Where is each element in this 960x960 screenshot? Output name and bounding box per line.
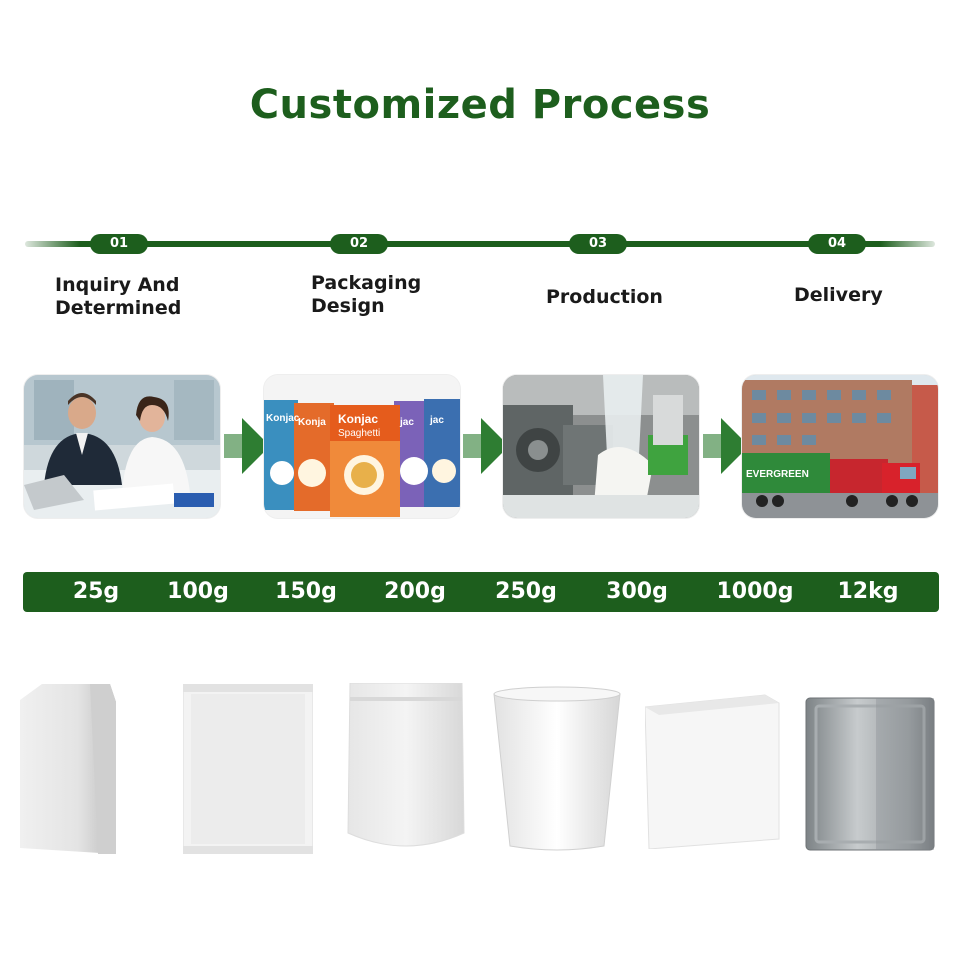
stand-up-zipper-pouch-image — [346, 682, 466, 859]
factory-machine-photo — [503, 375, 699, 518]
svg-text:Konja: Konja — [298, 417, 326, 428]
page-title: Customized Process — [249, 82, 711, 128]
step-label-1: Inquiry And Determined — [55, 274, 182, 319]
paper-cup-image — [492, 686, 622, 856]
svg-text:jac: jac — [429, 415, 444, 426]
svg-text:jac: jac — [399, 417, 414, 428]
step-label-3: Production — [546, 286, 663, 308]
weight-option: 150g — [275, 579, 337, 604]
step-number-2: 02 — [330, 234, 388, 254]
step-number-3: 03 — [569, 234, 627, 254]
weights-bar: 25g 100g 150g 200g 250g 300g 1000g 12kg — [23, 572, 939, 612]
weight-option: 100g — [167, 579, 229, 604]
business-meeting-photo — [24, 375, 220, 518]
svg-text:Konjac: Konjac — [338, 412, 378, 426]
arrow-right-icon — [224, 414, 270, 478]
metal-tin-can-image — [804, 694, 936, 858]
weight-option: 250g — [495, 579, 557, 604]
step-number-1: 01 — [90, 234, 148, 254]
weight-option: 25g — [72, 579, 120, 604]
container-text: EVERGREEN — [746, 469, 809, 480]
sachet-pouch-image — [182, 683, 314, 858]
arrow-right-icon — [463, 414, 509, 478]
step-label-2: Packaging Design — [311, 272, 422, 317]
step-label-4: Delivery — [794, 284, 883, 306]
container-truck-photo: EVERGREEN — [742, 375, 938, 518]
svg-text:Spaghetti: Spaghetti — [338, 428, 380, 439]
flat-bottom-bag-image — [20, 682, 116, 862]
svg-text:Konjac: Konjac — [266, 413, 300, 424]
weight-option: 1000g — [716, 579, 794, 604]
step-number-4: 04 — [808, 234, 866, 254]
weight-option: 200g — [384, 579, 446, 604]
weight-option: 12kg — [837, 579, 899, 604]
white-box-image — [644, 693, 780, 853]
konjac-packaging-photo: Konjac Spaghetti Konjac Konja jac jac — [264, 375, 460, 518]
timeline-line — [25, 241, 935, 247]
arrow-right-icon — [703, 414, 749, 478]
weight-option: 300g — [606, 579, 668, 604]
